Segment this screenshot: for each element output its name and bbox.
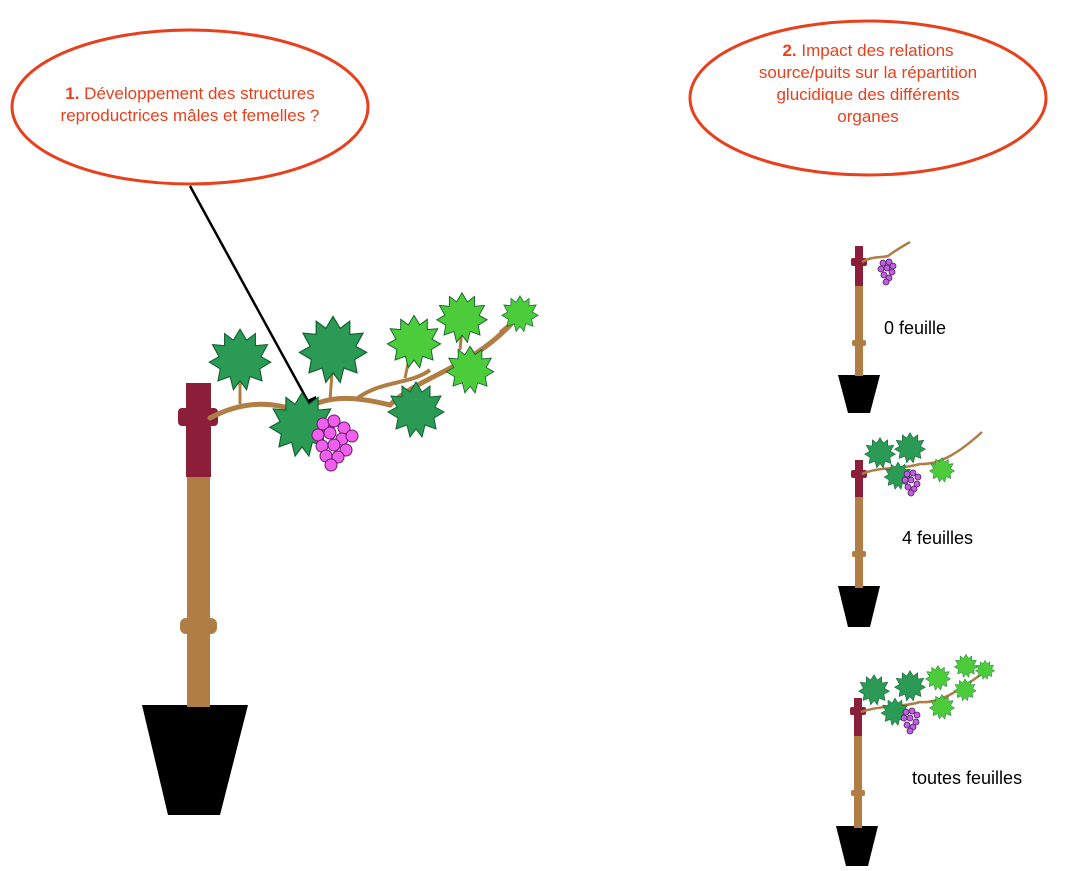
- leaf: [387, 381, 445, 438]
- question-1-bubble: [10, 28, 370, 186]
- leaf: [858, 674, 890, 706]
- leaf: [925, 665, 951, 691]
- leaf: [386, 314, 442, 369]
- question-2-line1: Impact des relations: [801, 41, 954, 60]
- question-2-line3: glucidique des différents: [776, 85, 960, 104]
- small-vine-all-leaves: [836, 654, 995, 866]
- question-2-number: 2.: [782, 41, 797, 60]
- leaf: [975, 660, 995, 680]
- leaf: [864, 437, 896, 469]
- large-grape-bunch: [311, 414, 359, 472]
- question-2-bubble: [688, 19, 1048, 177]
- leaf: [445, 345, 495, 394]
- large-vine: [142, 292, 539, 815]
- caption-0-leaf: 0 feuille: [884, 318, 947, 338]
- leaf: [894, 670, 926, 702]
- leaf: [953, 678, 977, 701]
- small-vine-4-leaves: [838, 431, 983, 627]
- question-2-line4: organes: [837, 107, 899, 126]
- leaf: [929, 694, 955, 720]
- leaf: [501, 295, 539, 332]
- leaf: [208, 328, 272, 391]
- leaf: [894, 432, 926, 464]
- question-2-line2: source/puits sur la répartition: [758, 63, 978, 82]
- small-vine-0-leaf: [838, 240, 911, 413]
- question-1-text: 1. Développement des structures reproduc…: [14, 83, 366, 127]
- leaf: [436, 292, 488, 343]
- leaf: [929, 457, 955, 483]
- leaf: [298, 315, 368, 383]
- large-trunk: [187, 475, 210, 707]
- question-2-text: 2. Impact des relations source/puits sur…: [728, 40, 1008, 128]
- question-1-line1: Développement des structures: [84, 84, 315, 103]
- leaf: [954, 654, 978, 678]
- large-pot: [142, 705, 248, 815]
- question-1-line2: reproductrices mâles et femelles ?: [60, 106, 320, 125]
- caption-all-leaves: toutes feuilles: [912, 768, 1023, 788]
- question-1-number: 1.: [65, 84, 80, 103]
- caption-4-leaves: 4 feuilles: [902, 528, 974, 548]
